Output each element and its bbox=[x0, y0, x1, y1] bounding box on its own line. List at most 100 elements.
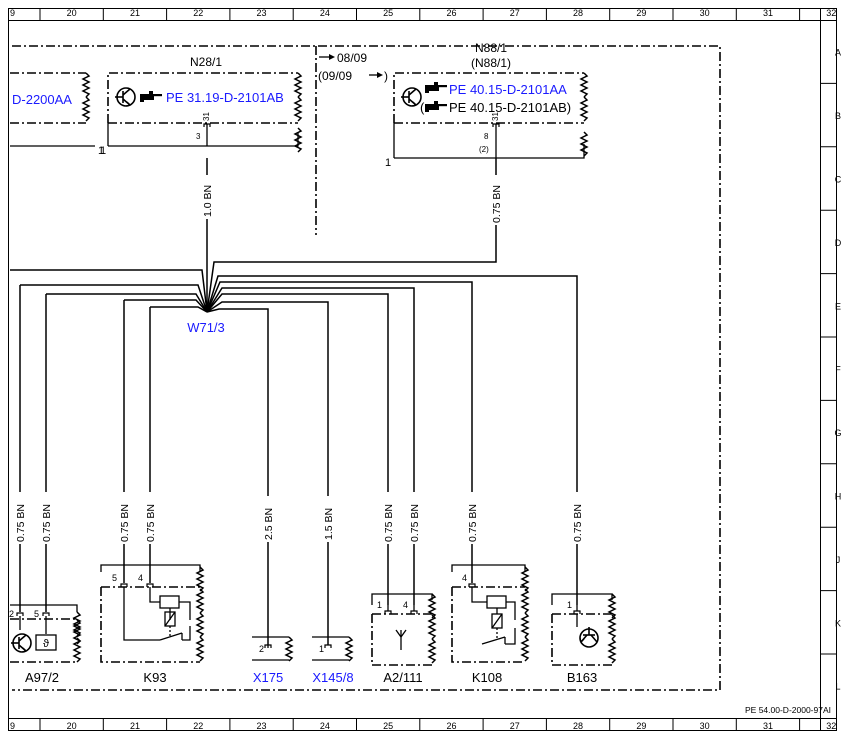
svg-text:5: 5 bbox=[34, 609, 39, 619]
grid-column-bottom-31: 31 bbox=[763, 721, 773, 731]
svg-text:31: 31 bbox=[202, 112, 211, 121]
grid-row-H: H bbox=[835, 492, 842, 502]
k108-label: K108 bbox=[472, 670, 502, 685]
grid-column-top-25: 25 bbox=[383, 8, 393, 18]
grid-column-bottom-24: 24 bbox=[320, 721, 330, 731]
module-n88-1: N88/1 (N88/1) PE 40.15-D-2101AA ( PE 40.… bbox=[385, 41, 588, 169]
wire-label-k108: 0.75 BN bbox=[467, 504, 479, 542]
grid-row-E: E bbox=[835, 301, 841, 311]
sensor-icon bbox=[579, 626, 599, 648]
grid-row-B: B bbox=[835, 111, 841, 121]
grid-column-bottom-28: 28 bbox=[573, 721, 583, 731]
wire-label-n88: 0.75 BN bbox=[491, 185, 503, 223]
grid-row-F: F bbox=[835, 365, 841, 375]
grid-column-bottom-32: 32 bbox=[826, 721, 836, 731]
component-k93: 5 4 K93 bbox=[100, 564, 204, 685]
transistor-icon bbox=[10, 633, 32, 653]
n88-reference-alt: PE 40.15-D-2101AB) bbox=[449, 100, 571, 115]
n88-reference-link[interactable]: PE 40.15-D-2101AA bbox=[449, 82, 567, 97]
pointing-hand-icon bbox=[140, 91, 162, 102]
grid-column-top-29: 29 bbox=[636, 8, 646, 18]
wire-label-k93-4: 0.75 BN bbox=[145, 504, 157, 542]
svg-text:8: 8 bbox=[484, 132, 489, 141]
grid-column-bottom-29: 29 bbox=[636, 721, 646, 731]
wire-label-b163: 0.75 BN bbox=[572, 504, 584, 542]
x175-link[interactable]: X175 bbox=[253, 670, 283, 685]
antenna-icon bbox=[395, 629, 407, 650]
svg-text:2: 2 bbox=[9, 609, 14, 619]
svg-text:1: 1 bbox=[385, 157, 391, 169]
splice-w71-3-link[interactable]: W71/3 bbox=[187, 320, 225, 335]
grid-row-J: J bbox=[836, 555, 841, 565]
wire-label-x175: 2.5 BN bbox=[263, 508, 275, 540]
svg-text:5: 5 bbox=[112, 573, 117, 583]
grid-row-L: L bbox=[835, 682, 840, 692]
grid-column-top-28: 28 bbox=[573, 8, 583, 18]
n88-label-alt: (N88/1) bbox=[471, 56, 511, 70]
component-a97-2: 2 5 ϑ A97/2 bbox=[9, 604, 81, 685]
grid-row-K: K bbox=[835, 618, 841, 628]
svg-text:1: 1 bbox=[100, 145, 106, 157]
n28-reference-link[interactable]: PE 31.19-D-2101AB bbox=[166, 90, 284, 105]
wire-label-k93-5: 0.75 BN bbox=[119, 504, 131, 542]
svg-text:): ) bbox=[384, 69, 388, 83]
grid-column-top-31: 31 bbox=[763, 8, 773, 18]
n88-label: N88/1 bbox=[475, 41, 507, 55]
grid-column-bottom-21: 21 bbox=[130, 721, 140, 731]
grid-column-bottom-20: 20 bbox=[67, 721, 77, 731]
grid-column-top-24: 24 bbox=[320, 8, 330, 18]
component-k108: 4 K108 bbox=[451, 564, 529, 685]
grid-column-top-9: 9 bbox=[10, 8, 15, 18]
pointing-hand-icon bbox=[425, 101, 447, 112]
svg-text:1: 1 bbox=[567, 600, 572, 610]
grid-column-top-26: 26 bbox=[446, 8, 456, 18]
svg-text:1: 1 bbox=[319, 644, 324, 654]
wire-labels: 1.0 BN 0.75 BN 0.75 BN 0.75 BN 0.75 BN 0… bbox=[13, 175, 584, 544]
grid-row-G: G bbox=[834, 428, 841, 438]
transistor-icon bbox=[400, 87, 422, 107]
grid-row-A: A bbox=[835, 48, 841, 58]
wire-label-a97-5: 0.75 BN bbox=[41, 504, 53, 542]
wire-label-a2-1: 0.75 BN bbox=[383, 504, 395, 542]
svg-text:(2): (2) bbox=[479, 145, 489, 154]
wire-label-a97-2: 0.75 BN bbox=[15, 504, 27, 542]
n28-label: N28/1 bbox=[190, 55, 222, 69]
wire-label-n28: 1.0 BN bbox=[202, 185, 214, 217]
component-x175: 2 X175 bbox=[252, 636, 293, 685]
svg-text:2: 2 bbox=[259, 644, 264, 654]
grid-column-bottom-9: 9 bbox=[10, 721, 15, 731]
grid-row-D: D bbox=[835, 238, 842, 248]
left-module-reference-link[interactable]: D-2200AA bbox=[12, 92, 72, 107]
svg-text:08/09: 08/09 bbox=[337, 51, 367, 65]
grid-column-top-27: 27 bbox=[510, 8, 520, 18]
svg-text:ϑ: ϑ bbox=[43, 638, 49, 650]
module-enclosure bbox=[12, 45, 721, 691]
grid-column-top-22: 22 bbox=[193, 8, 203, 18]
grid-column-top-21: 21 bbox=[130, 8, 140, 18]
module-n28-1: N28/1 PE 31.19-D-2101AB 1 3 31 bbox=[100, 55, 302, 157]
grid-column-top-20: 20 bbox=[67, 8, 77, 18]
x145-8-link[interactable]: X145/8 bbox=[312, 670, 353, 685]
wire-label-a2-4: 0.75 BN bbox=[409, 504, 421, 542]
module-left-partial: D-2200AA 1 bbox=[10, 72, 104, 157]
drawing-frame bbox=[8, 8, 837, 731]
component-a2-111: 1 4 A2/111 bbox=[371, 593, 436, 685]
svg-text:4: 4 bbox=[462, 573, 467, 583]
connection-reference-from[interactable]: (09/09 ) bbox=[318, 69, 388, 83]
connection-reference-to[interactable]: 08/09 bbox=[319, 51, 367, 65]
component-b163: 1 B163 bbox=[551, 593, 616, 685]
grid-column-bottom-25: 25 bbox=[383, 721, 393, 731]
grid-row-C: C bbox=[835, 175, 842, 185]
k93-label: K93 bbox=[143, 670, 166, 685]
temperature-sensor-icon bbox=[35, 634, 57, 651]
grid-column-top-30: 30 bbox=[700, 8, 710, 18]
grid-column-bottom-22: 22 bbox=[193, 721, 203, 731]
a2-111-label: A2/111 bbox=[383, 670, 422, 685]
svg-text:4: 4 bbox=[403, 600, 408, 610]
component-x145-8: 1 X145/8 bbox=[312, 636, 354, 685]
a97-2-label: A97/2 bbox=[25, 670, 59, 685]
grid-column-bottom-30: 30 bbox=[700, 721, 710, 731]
b163-label: B163 bbox=[567, 670, 597, 685]
relay-icon bbox=[123, 587, 191, 641]
